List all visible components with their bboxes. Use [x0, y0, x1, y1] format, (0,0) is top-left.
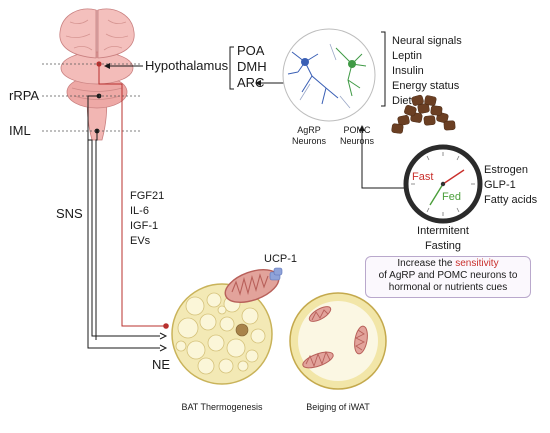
fasting-clock — [403, 144, 483, 224]
hormone-glp1: GLP-1 — [484, 179, 516, 191]
sensitivity-line2: of AgRP and POMC neurons to — [378, 270, 518, 281]
pomc-label-line2: Neurons — [339, 136, 375, 146]
bat-cell — [171, 267, 283, 385]
sns-label: SNS — [56, 206, 83, 221]
ne-label: NE — [152, 357, 171, 372]
clock-caption-line1: Intermitent — [417, 225, 469, 237]
brain-illustration — [59, 8, 135, 141]
factor-evs: EVs — [130, 235, 151, 247]
nerve-pathways — [87, 64, 169, 352]
agrp-label-line2: Neurons — [291, 136, 327, 146]
factor-igf1: IGF-1 — [130, 220, 159, 232]
signal-leptin: Leptin — [392, 50, 422, 62]
hypothalamus-label: Hypothalamus — [145, 58, 229, 73]
signal-insulin: Insulin — [392, 65, 424, 77]
sensitivity-line1: Increase the sensitivity — [365, 259, 531, 269]
nucleus-arc: ARC — [237, 75, 265, 90]
factor-fgf21: FGF21 — [130, 190, 165, 202]
nucleus-dmh: DMH — [237, 59, 267, 74]
agrp-label-line1: AgRP — [297, 125, 321, 135]
rrpa-label: rRPA — [9, 88, 40, 103]
sensitivity-line3: hormonal or nutrients cues — [388, 282, 508, 293]
clock-fast-label: Fast — [412, 171, 434, 183]
food-pellets — [391, 94, 456, 134]
signal-energy: Energy status — [392, 80, 460, 92]
factor-il6: IL-6 — [130, 205, 149, 217]
neuron-circle — [282, 28, 376, 122]
signal-diet: Diet — [392, 95, 412, 107]
clock-caption-line2: Fasting — [424, 240, 462, 252]
iwat-cell — [289, 292, 387, 390]
sensitivity-highlight: sensitivity — [455, 258, 499, 269]
ucp1-label: UCP-1 — [264, 253, 298, 265]
iml-label: IML — [9, 123, 31, 138]
nucleus-poa: POA — [237, 43, 265, 58]
sensitivity-box — [365, 256, 531, 298]
sensitivity-line1-text: Increase the — [397, 258, 456, 269]
hormone-estrogen: Estrogen — [484, 164, 529, 176]
signal-neural: Neural signals — [392, 35, 462, 47]
signals-bracket — [381, 31, 386, 107]
clock-fed-label: Fed — [442, 191, 461, 203]
nuclei-bracket — [229, 46, 234, 90]
hormone-fatty-acids: Fatty acids — [484, 194, 538, 206]
iwat-caption: Beiging of iWAT — [306, 402, 370, 412]
bat-caption: BAT Thermogenesis — [181, 402, 263, 412]
pomc-label-line1: POMC — [343, 125, 371, 135]
